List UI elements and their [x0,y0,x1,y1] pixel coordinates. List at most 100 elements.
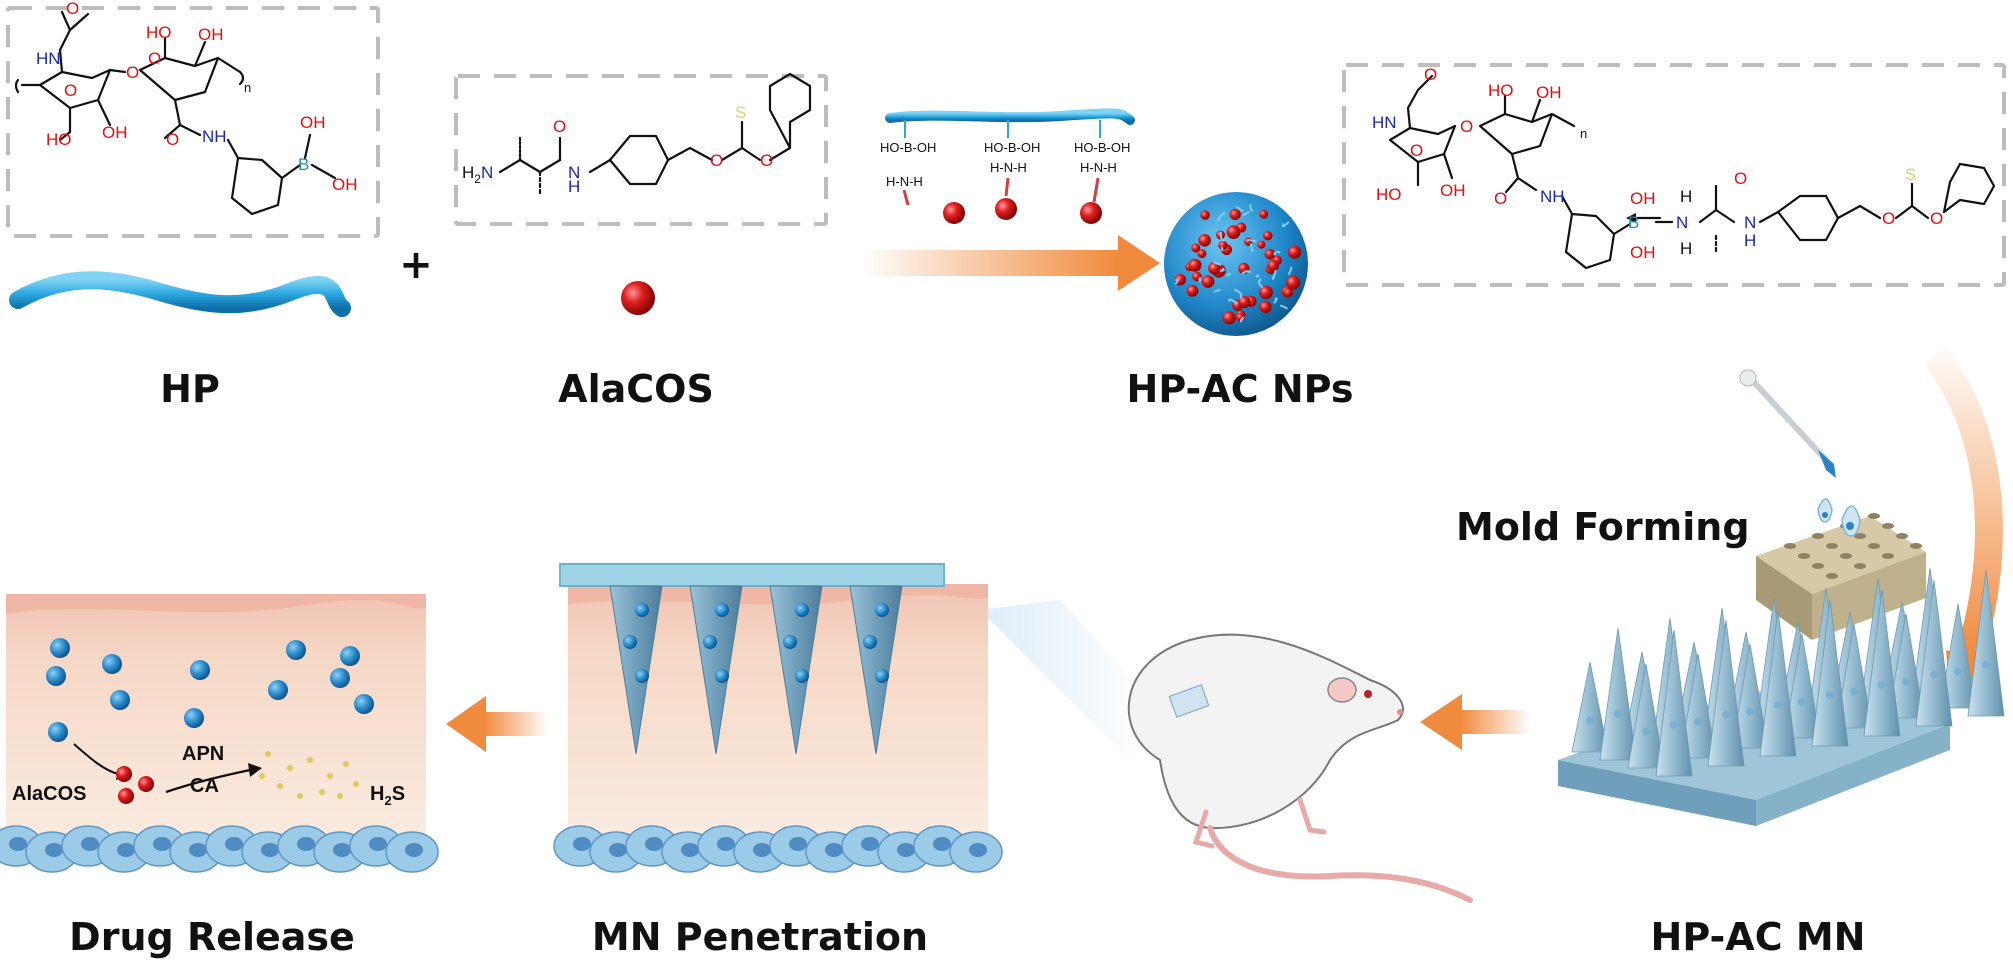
hp-label: HP [160,367,220,411]
released-nanoparticle [190,660,210,680]
hpac-amide-o: O [1494,189,1507,208]
cell-nucleus [297,837,315,851]
hpac-n: N [1676,213,1688,232]
hpac-carbonyl-o: O [1424,65,1437,84]
hpac-ester-o2: O [1930,209,1943,228]
needle-particle [1642,727,1650,736]
apply-arrow [1420,694,1530,750]
mold-hole [1910,543,1922,549]
cell-nucleus [81,837,99,851]
pipette-icon [1739,369,1836,478]
microneedle-spike [1887,613,1925,719]
alacos-h2n: H2N [462,163,493,186]
cell-nucleus [825,843,843,857]
needle-nanoparticle [635,603,649,617]
mold-hole [1784,543,1796,549]
np-strand [1247,238,1257,243]
mold-hole [1868,513,1880,519]
link3-amine: H-N-H [1080,160,1117,175]
hp-ac-mn-label: HP-AC MN [1651,915,1866,959]
alacos-label: AlaCOS [558,367,714,411]
hp-nh-label: HN [36,49,61,68]
mold-forming-label: Mold Forming [1456,505,1750,549]
penetration-needle [849,585,903,755]
hp-oh-4: HO [46,130,72,149]
np-spot [1208,261,1221,275]
needle-nanoparticle [623,635,637,649]
cell-nucleus [861,837,879,851]
microneedle-array [1558,567,2005,826]
cell-nucleus [897,843,915,857]
penetration-needle [769,585,823,755]
alacos-ester-o2: O [760,151,773,170]
hpac-amide2-h: H [1744,231,1756,250]
hp-boron: B [298,155,309,174]
h2s-dot [297,793,303,799]
microneedle-spike [1863,589,1901,737]
hpac-amide-nh: NH [1540,187,1565,206]
mold-hole [1826,543,1838,549]
microneedle-spike [1655,629,1693,777]
hp-ring-o: O [64,81,77,100]
released-nanoparticle [354,694,374,714]
hp-boron-oh1: OH [300,113,326,132]
needle-nanoparticle [795,603,809,617]
h2s-dot [343,761,349,767]
hpac-amide2-n: N [1744,213,1756,232]
hp-carbonyl-o: O [66,0,79,18]
np-spot [1287,245,1302,259]
needle-particle [1850,687,1858,696]
needle-nanoparticle [715,669,729,683]
alacos-structure: H2N O N H O O S [454,72,828,226]
plus-sign: + [399,242,433,288]
hp-ac-nanoparticle [1164,192,1308,336]
cell-nucleus [933,837,951,851]
penetration-needle [689,585,743,755]
assembly-arrow [860,235,1160,291]
np-strand [1228,298,1238,305]
np-spot [1201,275,1215,288]
np-spot [1200,210,1210,220]
np-spot [1286,275,1301,290]
released-nanoparticle [268,680,288,700]
cell-nucleus [609,843,627,857]
np-strand [1239,316,1245,323]
np-spot [1188,258,1202,272]
np-spot [1186,284,1199,297]
cell-nucleus [717,837,735,851]
cell-nucleus [189,843,207,857]
hpac-ring-o: O [1410,141,1423,160]
needle-nanoparticle [703,635,717,649]
np-spot [1226,225,1241,239]
hpac-oh: OH [1536,83,1562,102]
mold-hole [1812,563,1824,569]
released-nanoparticle [48,722,68,742]
hp-structure: O HN O O O HO OH HO OH O NH B OH OH n [6,0,380,238]
needle-particle [1586,716,1594,725]
cell-nucleus [969,843,987,857]
needle-nanoparticle [783,635,797,649]
np-spot [1267,259,1279,272]
microneedle-spike [1835,623,1873,729]
h2s-dot [259,773,265,779]
needle-nanoparticle [635,669,649,683]
needle-particle [1826,690,1834,699]
cell-nucleus [405,843,423,857]
penetration-needle [609,585,663,755]
np-strand [1241,270,1252,275]
microneedle-spike [1939,603,1977,709]
mold-hole [1854,533,1866,539]
hpac-ester-o: O [1882,209,1895,228]
alacos-amide-o: O [553,117,566,136]
np-strand [1242,210,1250,217]
np-strand [1281,221,1290,228]
np-strand [1235,206,1244,213]
mold-hole [1826,573,1838,579]
rat-illustration [980,600,1473,903]
needle-nanoparticle [795,669,809,683]
released-nanoparticle [286,640,306,660]
mold-hole [1868,543,1880,549]
link1-boronic: HO-B-OH [880,140,936,155]
np-strand [1271,269,1277,280]
np-spot [1259,300,1272,314]
